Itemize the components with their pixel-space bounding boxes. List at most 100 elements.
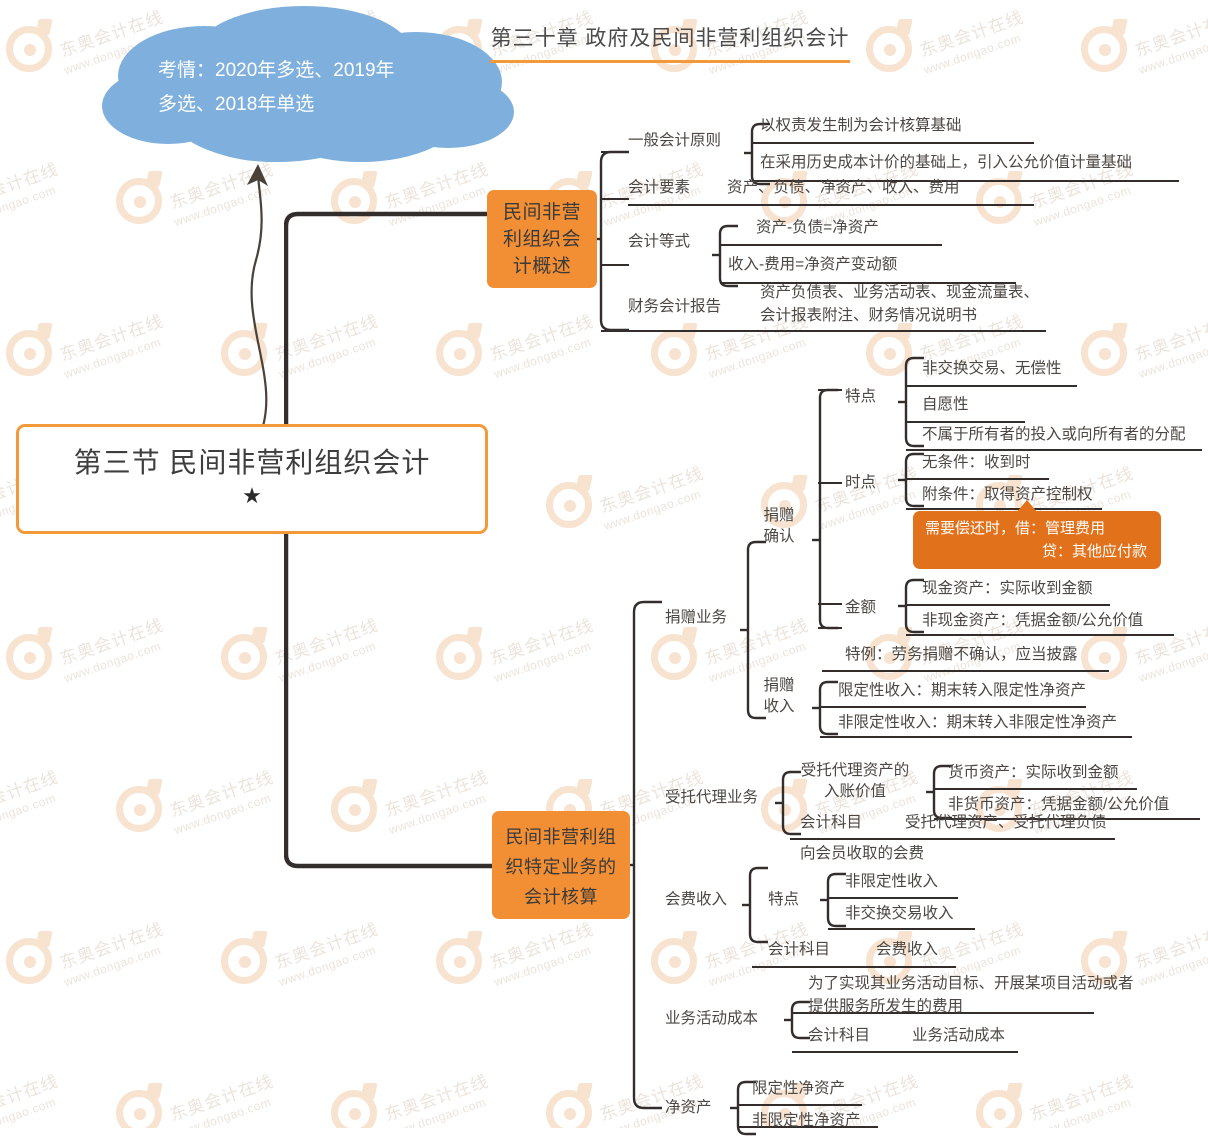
watermark-logo-icon bbox=[221, 634, 267, 680]
activity-cost-desc-underline bbox=[792, 1012, 1094, 1014]
watermark-brand-text: 东奥会计在线 bbox=[487, 919, 596, 973]
branch1-item1-child-0: 资产、负债、净资产、收入、费用 bbox=[727, 179, 960, 196]
watermark-url-text: www.dongao.com bbox=[172, 1094, 273, 1128]
donation-features-label: 特点 bbox=[845, 388, 877, 405]
agency-value-label: 受托代理资产的 入账价值 bbox=[795, 760, 915, 802]
branch2-label-line1: 民间非营利组 bbox=[505, 827, 617, 847]
watermark-brand-text: 东奥会计在线 bbox=[1132, 7, 1208, 61]
branch1-item3-underline bbox=[628, 330, 1046, 332]
watermark-brand-text: 东奥会计在线 bbox=[0, 767, 61, 821]
agency-value1-underline bbox=[934, 818, 1200, 820]
watermark-logo-icon bbox=[331, 1090, 377, 1128]
watermark-brand-text: 东奥会计在线 bbox=[167, 1071, 276, 1125]
donation-time-label: 时点 bbox=[845, 474, 877, 491]
activity-cost-label: 业务活动成本 bbox=[665, 1010, 759, 1027]
watermark-url-text: www.dongao.com bbox=[1032, 182, 1133, 230]
donation-feature2-underline bbox=[906, 449, 1202, 451]
watermark-logo-icon bbox=[1081, 26, 1127, 72]
watermark-brand-text: 东奥会计在线 bbox=[917, 7, 1026, 61]
branch1-item0-child0-underline bbox=[752, 142, 1034, 144]
watermark-url-text: www.dongao.com bbox=[0, 790, 58, 838]
root-node[interactable]: 第三节 民间非营利组织会计 ★ bbox=[16, 424, 488, 534]
cloud-text-line2: 多选、2018年单选 bbox=[158, 94, 315, 115]
cloud-text: 考情：2020年多选、2019年 多选、2018年单选 bbox=[158, 54, 458, 122]
branch2-donation-label: 捐赠业务 bbox=[665, 609, 728, 626]
watermark-brand-text: 东奥会计在线 bbox=[597, 463, 706, 517]
branch1-tick-2 bbox=[601, 198, 629, 200]
donation-special: 特例：劳务捐赠不确认，应当披露 bbox=[845, 646, 1078, 663]
watermark-logo-icon bbox=[116, 1090, 162, 1128]
activity-cost-bracket bbox=[784, 1000, 810, 1040]
cloud-text-line1: 考情：2020年多选、2019年 bbox=[158, 60, 395, 81]
branch1-item0-child1-underline bbox=[752, 180, 1179, 182]
donation-amount0-underline bbox=[906, 604, 1110, 606]
branch1-item2-bracket bbox=[712, 224, 738, 288]
watermark-logo-icon bbox=[116, 178, 162, 224]
donation-income-label-line2: 收入 bbox=[763, 698, 795, 715]
watermark-url-text: www.dongao.com bbox=[172, 790, 273, 838]
branch1-item2-child0-underline bbox=[720, 244, 942, 246]
watermark-brand-text: 东奥会计在线 bbox=[1027, 1071, 1136, 1125]
watermark-logo-icon bbox=[976, 1090, 1022, 1128]
watermark-brand-text: 东奥会计在线 bbox=[1132, 311, 1208, 365]
branch1-tick-3 bbox=[601, 264, 629, 266]
watermark-url-text: www.dongao.com bbox=[492, 942, 593, 990]
exam-info-cloud: 考情：2020年多选、2019年 多选、2018年单选 bbox=[96, 2, 516, 170]
watermark-url-text: www.dongao.com bbox=[602, 486, 703, 534]
donation-income-bracket bbox=[812, 680, 838, 736]
branch1-label-line1: 民间非营 bbox=[502, 202, 581, 223]
branch1-item2-child1-underline bbox=[720, 282, 1016, 284]
donation-time-bracket bbox=[898, 452, 924, 508]
branch1-tick-4 bbox=[601, 330, 629, 332]
branch1-label-line2: 利组织会 bbox=[502, 229, 581, 250]
agency-bracket bbox=[775, 770, 801, 836]
callout-line2: 贷：其他应付款 bbox=[1041, 543, 1147, 560]
watermark-logo-icon bbox=[221, 938, 267, 984]
cloud-shape-icon bbox=[102, 6, 514, 162]
net-assets-item0-underline bbox=[738, 1104, 862, 1106]
membership-feature-1: 非交换交易收入 bbox=[845, 905, 954, 922]
branch1-item3-child-0: 资产负债表、业务活动表、现金流量表、 bbox=[760, 284, 1040, 301]
watermark-url-text: www.dongao.com bbox=[1137, 30, 1208, 78]
watermark-brand-text: 东奥会计在线 bbox=[167, 767, 276, 821]
donation-special-underline bbox=[822, 670, 1109, 672]
branch1-tick-1 bbox=[601, 151, 629, 153]
watermark-brand-text: 东奥会计在线 bbox=[382, 1071, 491, 1125]
branch1-label-line3: 计概述 bbox=[512, 256, 572, 277]
membership-top-note: 向会员收取的会费 bbox=[800, 845, 925, 862]
donation-income-label-line1: 捐赠 bbox=[763, 677, 795, 694]
donation-confirm-label: 捐赠 确认 bbox=[752, 505, 806, 547]
trunk-connector-branch2 bbox=[284, 530, 499, 869]
membership-feature0-underline bbox=[828, 897, 958, 899]
branch-node-specific-business[interactable]: 民间非营利组 织特定业务的 会计核算 bbox=[492, 811, 630, 919]
agency-subject-underline bbox=[790, 838, 1115, 840]
watermark-logo-icon bbox=[6, 938, 52, 984]
agency-value-bracket bbox=[926, 764, 952, 820]
branch1-item0-bracket bbox=[744, 122, 770, 186]
watermark-brand-text: 东奥会计在线 bbox=[0, 1071, 61, 1125]
membership-subject-value: 会费收入 bbox=[876, 941, 939, 958]
donation-confirm-label-line1: 捐赠 bbox=[763, 507, 795, 524]
donation-income1-underline bbox=[820, 736, 1132, 738]
donation-confirm-tick-3 bbox=[818, 603, 842, 605]
donation-features-bracket bbox=[898, 356, 924, 448]
donation-feature0-underline bbox=[906, 385, 1077, 387]
agency-value-label-line2: 入账价值 bbox=[823, 783, 886, 800]
branch2-label-line3: 会计核算 bbox=[524, 887, 598, 907]
branch1-item-label-1: 会计要素 bbox=[628, 179, 691, 196]
watermark-url-text: www.dongao.com bbox=[387, 1094, 488, 1128]
title-underline bbox=[490, 60, 850, 63]
watermark-url-text: www.dongao.com bbox=[0, 182, 58, 230]
activity-cost-desc: 为了实现其业务活动目标、开展某项目活动或者 提供服务所发生的费用 bbox=[808, 972, 1148, 1018]
branch-node-overview[interactable]: 民间非营 利组织会 计概述 bbox=[487, 190, 597, 288]
watermark-logo-icon bbox=[546, 1090, 592, 1128]
watermark-brand-text: 东奥会计在线 bbox=[487, 311, 596, 365]
